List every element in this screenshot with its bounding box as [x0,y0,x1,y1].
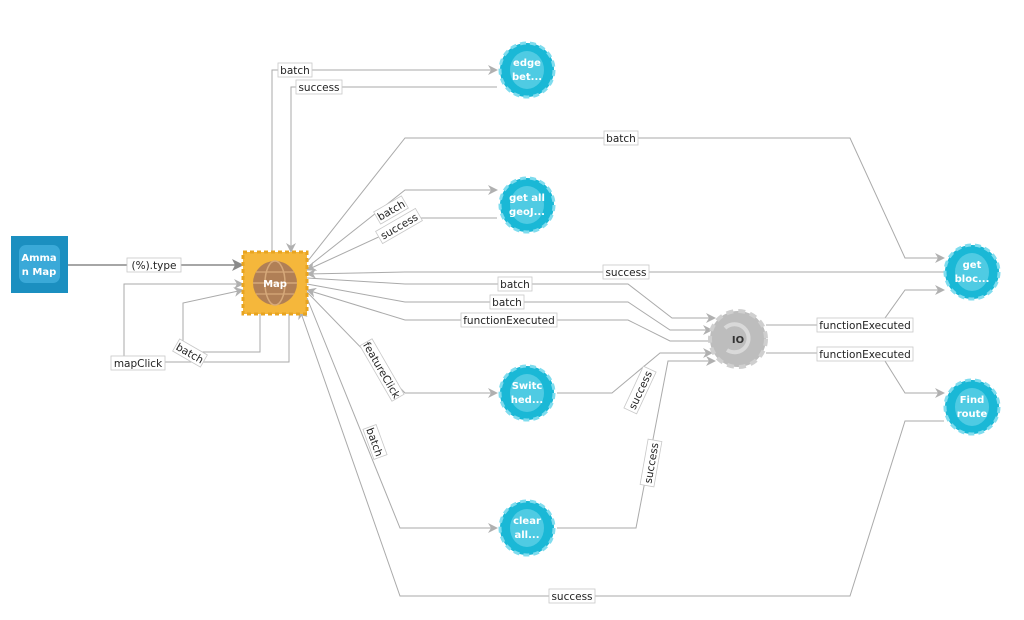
route-node-label-2: route [957,409,988,420]
label-success-clear-text: success [643,442,662,485]
route-node-label-1: Find [960,395,985,406]
node-switched[interactable]: Switc hed... [498,364,556,422]
io-node-label: IO [732,335,744,346]
database-icon [510,186,544,224]
edge-map-to-io-batch-2[interactable] [306,283,713,335]
label-type[interactable]: (%).type [126,257,182,273]
label-batch-io1-text: batch [500,279,530,291]
label-batch-io1[interactable]: batch [497,276,533,292]
label-batch-self[interactable]: batch [172,338,208,368]
node-amman-map[interactable]: Amma n Map [11,236,68,293]
block-node-label-2: bloc... [955,274,990,285]
label-success-switched[interactable]: success [623,365,657,415]
label-fn-route-text: functionExecuted [819,349,911,361]
geoj-node-label-2: geoJ... [509,207,545,218]
label-success-bottom-text: success [551,591,592,603]
edge-map-to-clear[interactable] [306,297,498,533]
label-success-edge-text: success [298,82,339,94]
database-icon [510,509,544,547]
refresh-icon [723,322,751,355]
database-icon [510,374,544,412]
node-map[interactable]: Map [241,250,309,316]
label-feature-click-text: featureClick [360,340,402,401]
globe-icon [253,260,297,306]
switched-node-label-2: hed... [511,395,543,406]
label-success-clear[interactable]: success [639,438,663,488]
label-mapclick-text: mapClick [114,358,163,370]
edge-map-to-switched[interactable] [306,291,498,398]
io-node-gear [708,309,768,369]
label-batch-top-text: batch [606,133,636,145]
label-success-block-text: success [605,267,646,279]
edges [68,65,945,597]
node-io[interactable]: IO [708,309,768,369]
switched-node-label-1: Switc [512,381,543,392]
label-batch-io2-text: batch [492,297,522,309]
amman-node-label-2: n Map [22,267,56,278]
clear-node-label-2: all... [515,530,540,541]
label-fn-route[interactable]: functionExecuted [816,346,914,362]
label-success-edge[interactable]: success [295,79,343,95]
database-icon [955,388,989,426]
label-fn-io-text: functionExecuted [463,315,555,327]
node-get-all-geoj[interactable]: get all geoJ... [498,176,556,234]
block-node-label-1: get [963,260,982,271]
node-clear-all[interactable]: clear all... [498,499,556,557]
edge-labels: (%).type mapClick batch batch success ba… [110,62,914,604]
edge-map-to-geoj-batch[interactable] [308,185,498,267]
node-get-block[interactable]: get bloc... [943,243,1001,301]
label-fn-block-text: functionExecuted [819,320,911,332]
node-edge-between[interactable]: edge bet... [498,41,556,99]
label-success-block[interactable]: success [602,264,650,280]
label-type-text: (%).type [132,260,177,272]
label-success-bottom[interactable]: success [548,588,596,604]
edge-map-to-block-batch[interactable] [306,137,945,263]
geoj-node-label-1: get all [509,193,545,204]
clear-node-label-1: clear [513,516,541,527]
edge-map-to-io-batch-1[interactable] [306,277,716,323]
edge-route-to-map[interactable] [298,309,944,597]
database-icon [510,51,544,89]
label-batch-edge[interactable]: batch [277,62,313,78]
node-find-route[interactable]: Find route [943,378,1001,436]
database-icon [955,253,989,291]
label-batch-clear[interactable]: batch [362,424,388,460]
edge-map-to-edge-batch[interactable] [271,65,498,252]
label-batch-io2[interactable]: batch [489,294,525,310]
label-mapclick[interactable]: mapClick [110,355,166,371]
map-node-label: Map [263,279,287,290]
edge-switched-to-io[interactable] [557,348,713,394]
label-fn-io[interactable]: functionExecuted [460,312,558,328]
edge-node-label-2: bet... [512,72,542,83]
edge-edge-to-map-success[interactable] [286,86,497,253]
edge-block-to-map-success[interactable] [306,268,944,279]
label-batch-top[interactable]: batch [603,130,639,146]
amman-node-label-1: Amma [21,253,56,264]
edge-node-label-1: edge [513,58,541,69]
edge-io-to-map-function[interactable] [306,287,710,342]
label-feature-click[interactable]: featureClick [359,338,405,402]
amman-node-inner [19,245,60,283]
label-batch-edge-text: batch [280,65,310,77]
label-fn-block[interactable]: functionExecuted [816,317,914,333]
